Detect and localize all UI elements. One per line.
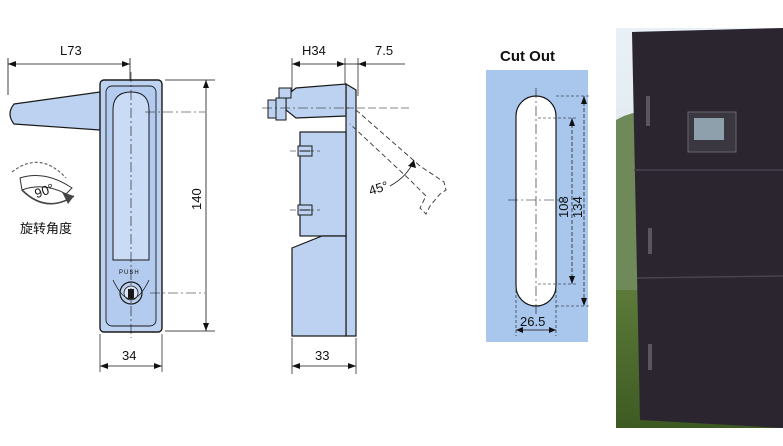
side-handle <box>285 83 347 119</box>
angle-45-label: 45° <box>367 178 390 198</box>
cabinet-photo <box>616 28 783 428</box>
dim-33-label: 33 <box>315 348 329 363</box>
cabinet-body <box>632 28 783 428</box>
rotation-indicator: 90° 旋转角度 <box>11 161 75 236</box>
swing-path: 45° <box>346 107 447 215</box>
dim-108-label: 108 <box>556 196 571 218</box>
dim-7-5-label: 7.5 <box>375 43 393 58</box>
dim-l73-label: L73 <box>60 43 82 58</box>
cutout-view: Cut Out 108 134 2 <box>486 48 590 342</box>
side-view: H34 7.5 <box>262 43 447 374</box>
dim-7-5: 7.5 <box>345 43 405 96</box>
side-lower-body <box>291 235 347 337</box>
dim-134-label: 134 <box>570 196 585 218</box>
handle-lever <box>9 91 106 131</box>
front-view: L73 PUSH 140 <box>7 43 215 372</box>
dim-108: 108 <box>538 117 578 285</box>
dim-h34-label: H34 <box>302 43 326 58</box>
cutout-title: Cut Out <box>500 48 555 65</box>
push-label: PUSH <box>119 270 140 276</box>
dim-34: 34 <box>99 334 163 372</box>
dim-l73: L73 <box>7 43 131 95</box>
rotation-caption: 旋转角度 <box>20 221 72 236</box>
dim-140-label: 140 <box>189 188 204 210</box>
dim-26-5-label: 26.5 <box>520 314 545 329</box>
side-flange <box>345 82 357 337</box>
rotation-angle-label: 90° <box>32 180 56 201</box>
side-housing <box>299 131 347 237</box>
dim-34-label: 34 <box>122 348 136 363</box>
dim-33: 33 <box>291 338 357 374</box>
dim-26-5: 26.5 <box>515 290 557 336</box>
dim-134: 134 <box>556 95 590 307</box>
dim-140: 140 <box>165 79 215 332</box>
